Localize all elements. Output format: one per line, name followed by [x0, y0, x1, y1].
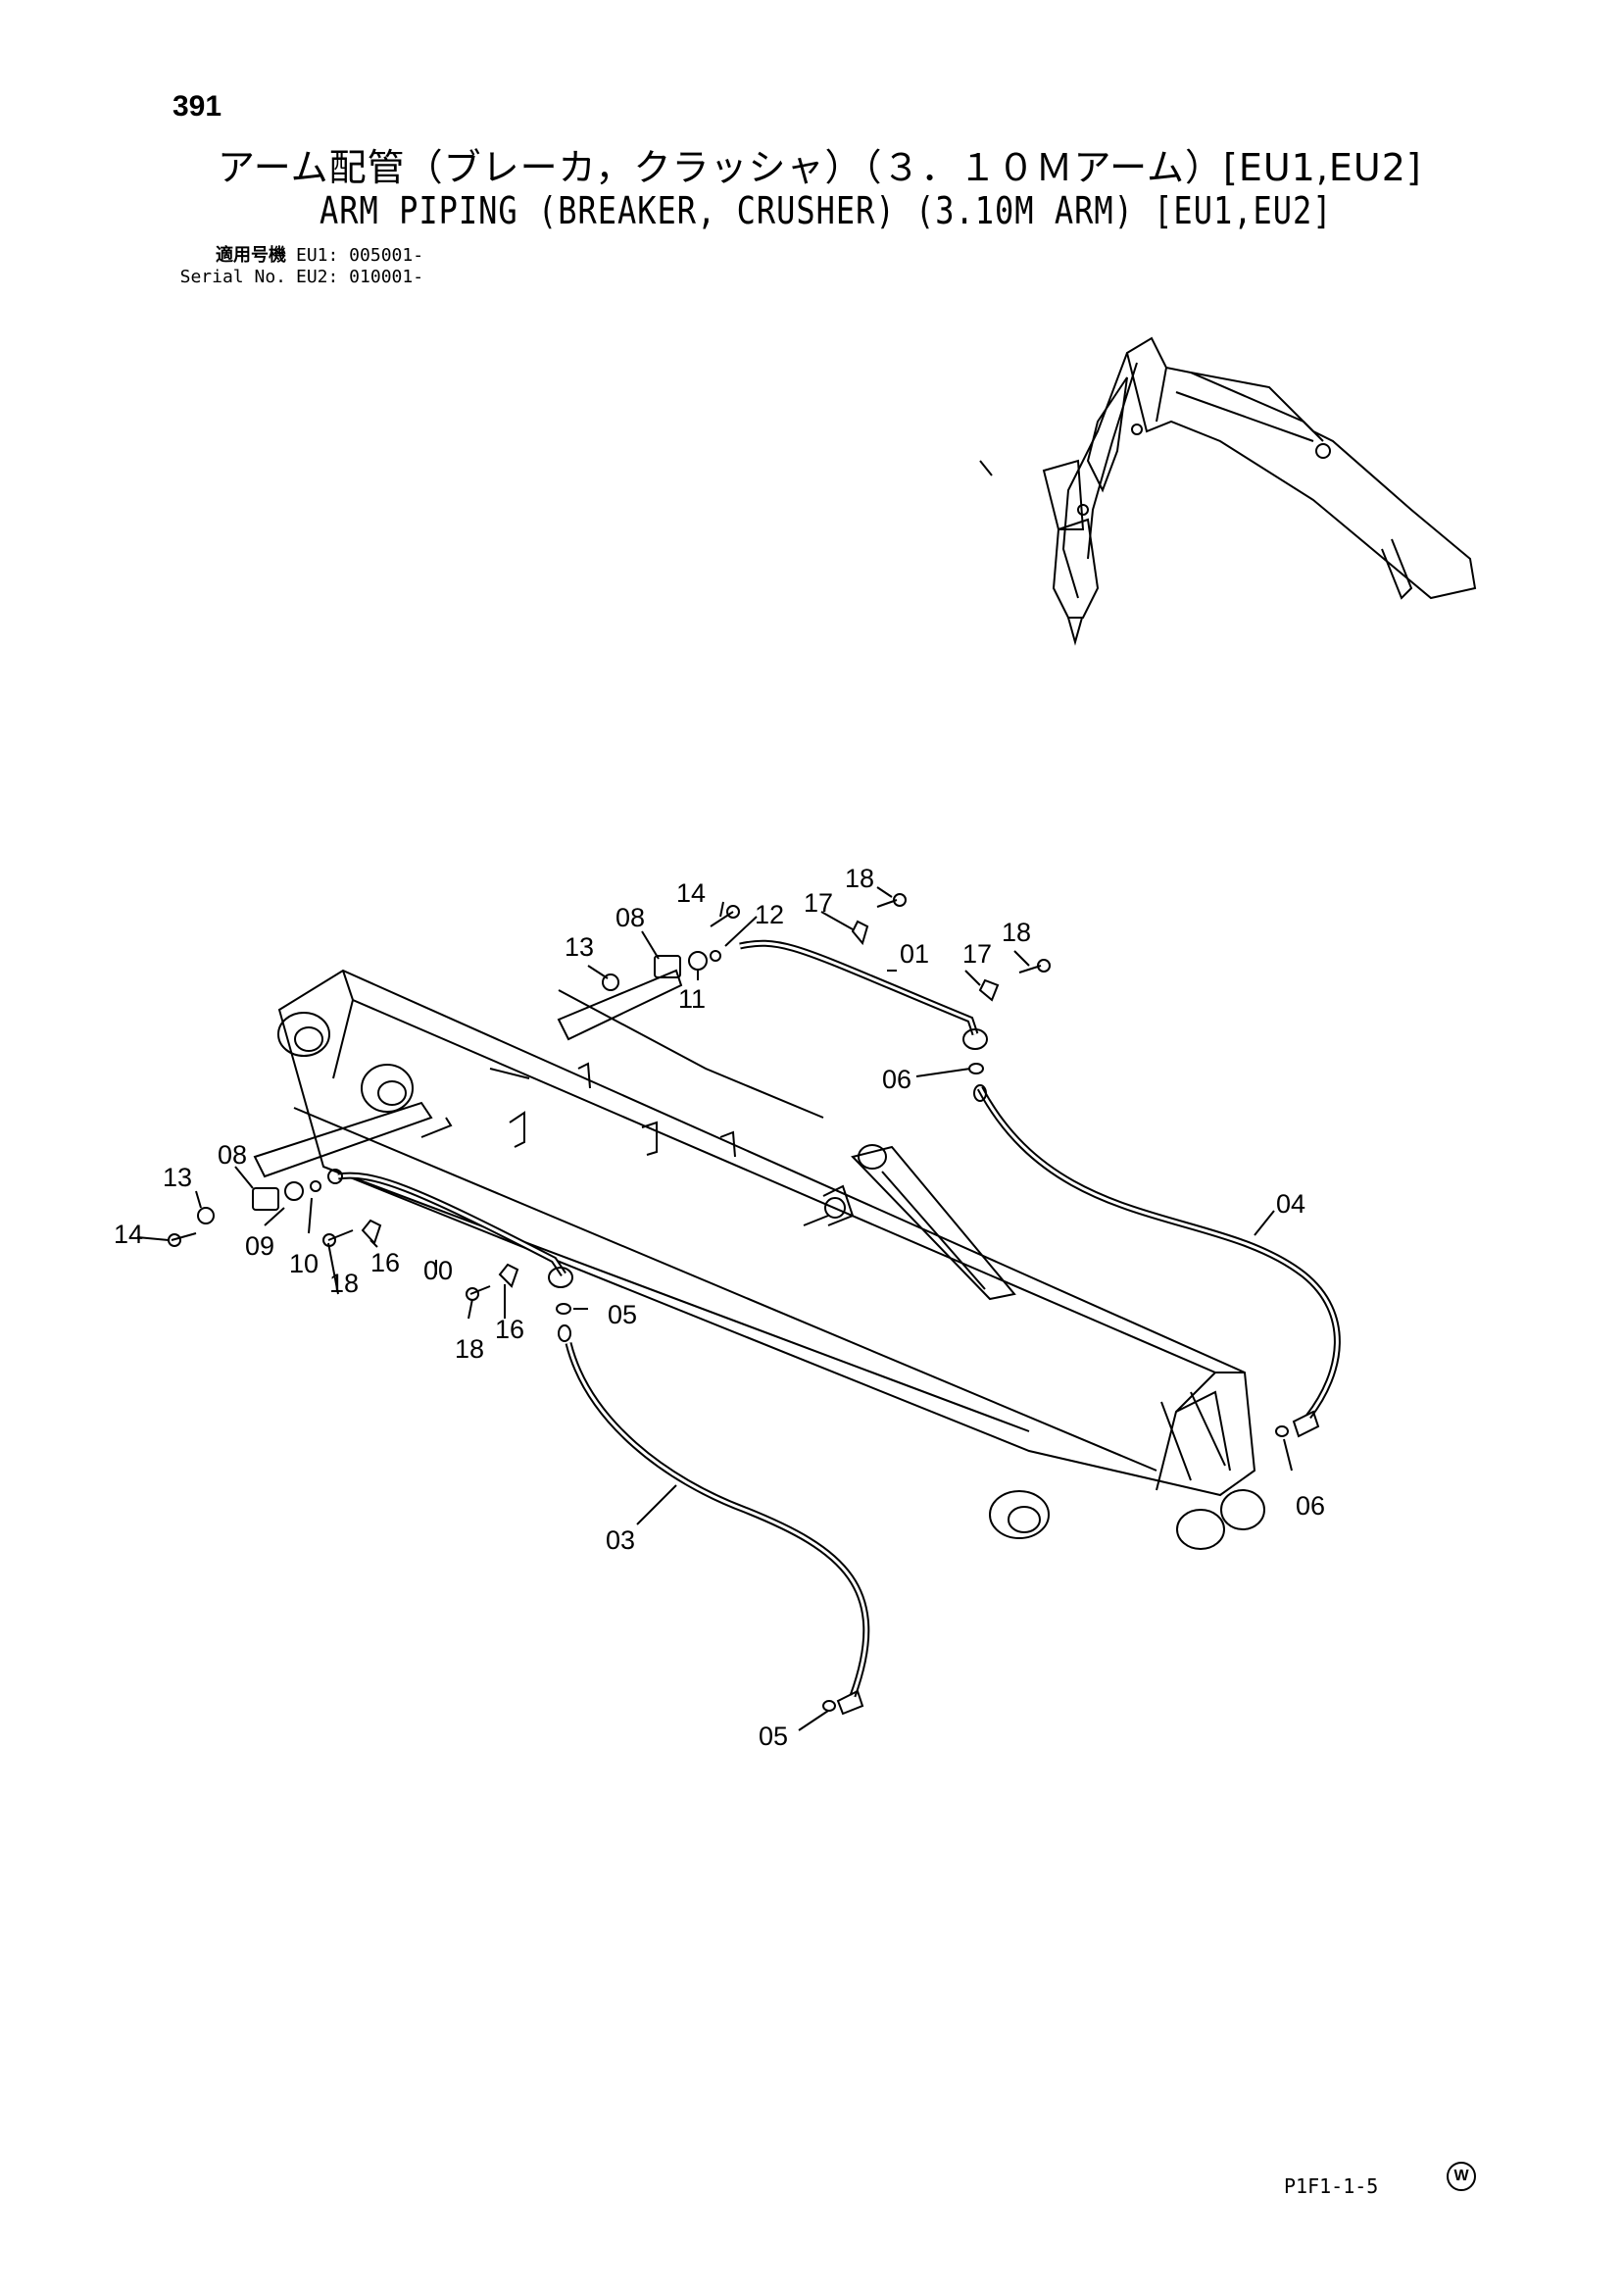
callout-12: 12 — [755, 900, 784, 929]
callout-13: 13 — [565, 932, 594, 962]
callout-08: 08 — [218, 1140, 247, 1170]
callout-05: 05 — [759, 1722, 788, 1751]
callout-16: 16 — [370, 1248, 400, 1277]
callout-08: 08 — [615, 903, 645, 932]
figure-code: P1F1-1-5 — [1284, 2174, 1379, 2198]
callout-18: 18 — [1002, 918, 1031, 947]
callout-05: 05 — [608, 1300, 637, 1329]
callout-16: 16 — [495, 1315, 524, 1344]
callout-17: 17 — [962, 939, 992, 969]
callout-04: 04 — [1276, 1189, 1305, 1219]
page-title-english: ARM PIPING (BREAKER, CRUSHER) (3.10M ARM… — [320, 188, 1333, 233]
serial-label-english: Serial No. — [179, 267, 286, 287]
callout-labels: 14 18 13 08 12 17 01 17 18 11 06 04 13 0… — [114, 864, 1325, 1751]
callout-17: 17 — [804, 888, 833, 918]
callout-03: 03 — [606, 1525, 635, 1555]
serial-label-japanese: 適用号機 — [216, 245, 286, 266]
callout-14: 14 — [114, 1220, 143, 1249]
serial-eu2: EU2: 010001- — [296, 267, 424, 287]
callout-18: 18 — [329, 1269, 359, 1298]
callout-18: 18 — [455, 1334, 484, 1364]
callout-01: 01 — [900, 939, 929, 969]
serial-eu1: EU1: 005001- — [296, 245, 424, 266]
callout-11: 11 — [678, 984, 706, 1014]
arm-body — [277, 969, 1265, 1550]
callout-09: 09 — [245, 1231, 274, 1261]
callout-10: 10 — [289, 1249, 319, 1278]
callout-06: 06 — [1296, 1491, 1325, 1521]
callout-13: 13 — [163, 1163, 192, 1192]
callout-06: 06 — [882, 1065, 911, 1094]
serial-info: 適用号機 EU1: 005001- Serial No. EU2: 010001… — [169, 245, 423, 288]
page-title-japanese: アーム配管（ブレーカ，クラッシャ）（３．１０Ｍアーム）[EU1,EU2] — [218, 146, 1422, 189]
callout-18: 18 — [845, 864, 874, 893]
callout-00: 00 — [423, 1256, 453, 1285]
page-number: 391 — [172, 90, 222, 123]
callout-14: 14 — [676, 878, 706, 908]
manufacturer-mark-icon: W — [1447, 2162, 1476, 2191]
excavator-inset-illustration — [979, 336, 1477, 646]
